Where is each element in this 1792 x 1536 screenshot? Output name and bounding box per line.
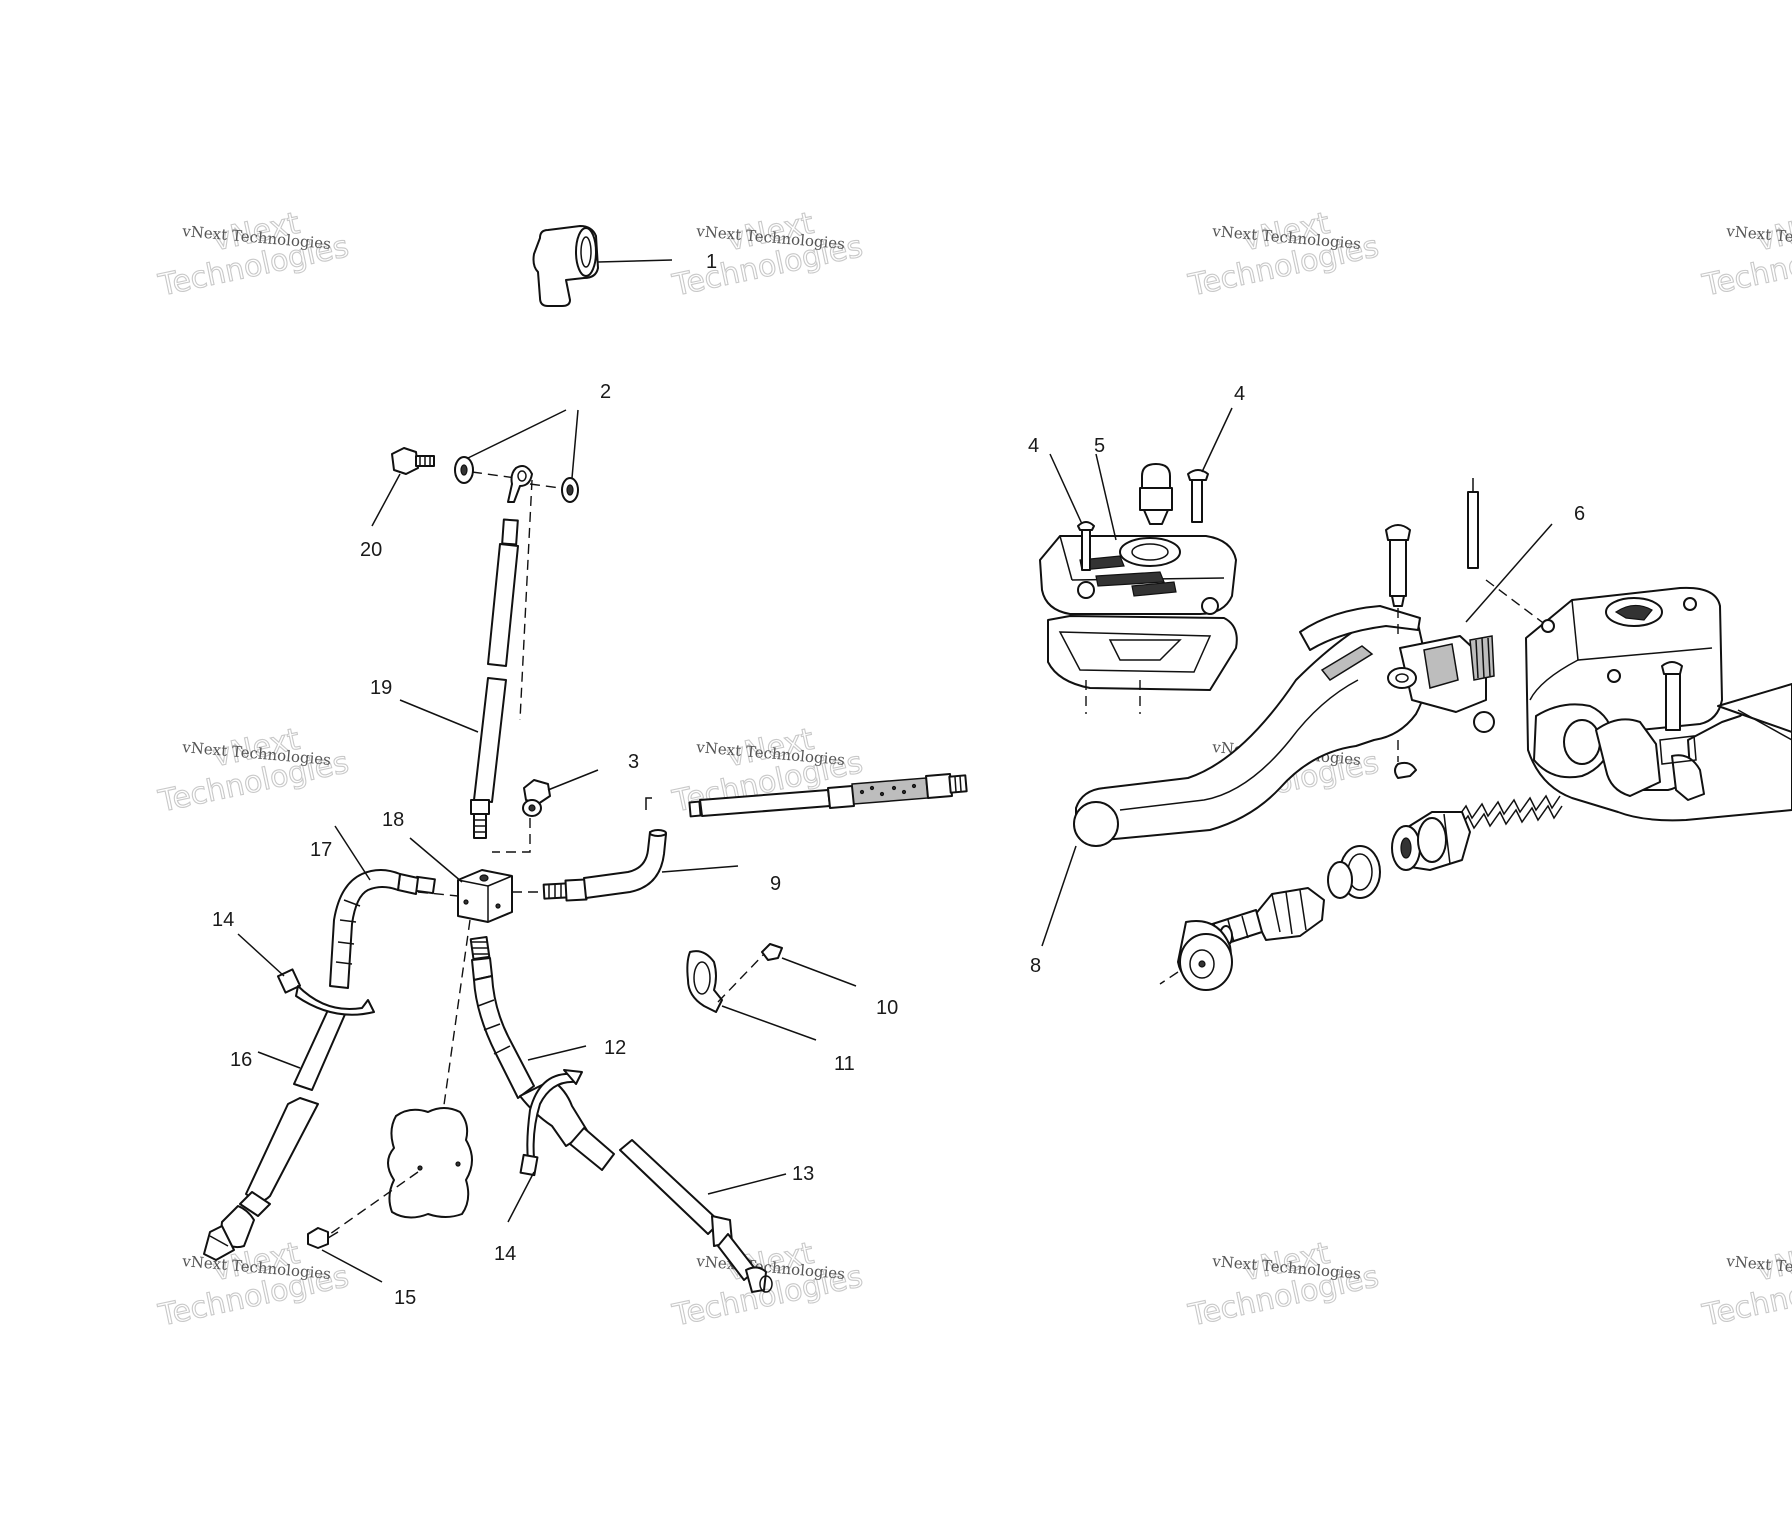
hose-clamp-icon	[686, 943, 857, 1041]
callout-13: 13	[792, 1163, 814, 1185]
brake-hose-icon	[469, 935, 787, 1293]
master-cylinder-icon	[1473, 586, 1792, 822]
callout-4-right: 4	[1234, 383, 1245, 405]
callout-3: 3	[628, 751, 639, 773]
callout-12: 12	[604, 1037, 626, 1059]
banjo-bolt-icon	[371, 447, 435, 527]
callout-8: 8	[1030, 955, 1041, 977]
washer-icon	[454, 409, 579, 503]
callout-labels: 1 2 20 19 3 18 17 9 14 10 16 12 11 13 14…	[212, 251, 1585, 1309]
callout-4-left: 4	[1028, 435, 1039, 457]
watermark: Technologies vNext vNext Technologies	[669, 205, 867, 304]
mounting-plate-icon	[307, 1107, 473, 1283]
callout-14-right: 14	[494, 1243, 516, 1265]
watermark: Technologies vNext vNext Technologies	[669, 1235, 867, 1334]
hose-clamp-icon	[237, 933, 375, 1016]
reservoir-cover-icon	[1039, 407, 1238, 714]
callout-2: 2	[600, 381, 611, 403]
hose-clamp-icon	[507, 1069, 583, 1223]
watermark: Technologies vNext vNext Technologies	[1699, 1235, 1792, 1334]
callout-17: 17	[310, 839, 332, 861]
callout-11: 11	[834, 1053, 855, 1075]
watermark: Technologies vNext vNext Technologies	[1699, 205, 1792, 304]
callout-6: 6	[1574, 503, 1585, 525]
watermark: Technologies vNext vNext Technologies	[155, 205, 353, 304]
watermark: Technologies vNext vNext Technologies	[1185, 205, 1383, 304]
distribution-block-icon	[409, 837, 548, 1177]
brake-fitting-icon	[492, 769, 599, 853]
tee-fitting-icon	[532, 225, 673, 307]
watermark: Technologies vNext vNext Technologies	[155, 721, 353, 820]
callout-19: 19	[370, 677, 392, 699]
brake-hose-icon	[399, 465, 533, 839]
callout-15: 15	[394, 1287, 416, 1309]
brake-hose-icon	[203, 825, 436, 1261]
brake-hose-icon	[688, 773, 968, 818]
callout-10: 10	[876, 997, 898, 1019]
callout-14-left: 14	[212, 909, 234, 931]
callout-9: 9	[770, 873, 781, 895]
watermark: Technologies vNext vNext Technologies	[1185, 1235, 1383, 1334]
brake-lever-icon	[1041, 478, 1581, 947]
callout-20: 20	[360, 539, 382, 561]
callout-16: 16	[230, 1049, 252, 1071]
callout-1: 1	[706, 251, 717, 273]
piston-kit-icon	[1159, 794, 1563, 991]
callout-5: 5	[1094, 435, 1105, 457]
brake-hose-icon	[542, 797, 739, 902]
callout-18: 18	[382, 809, 404, 831]
